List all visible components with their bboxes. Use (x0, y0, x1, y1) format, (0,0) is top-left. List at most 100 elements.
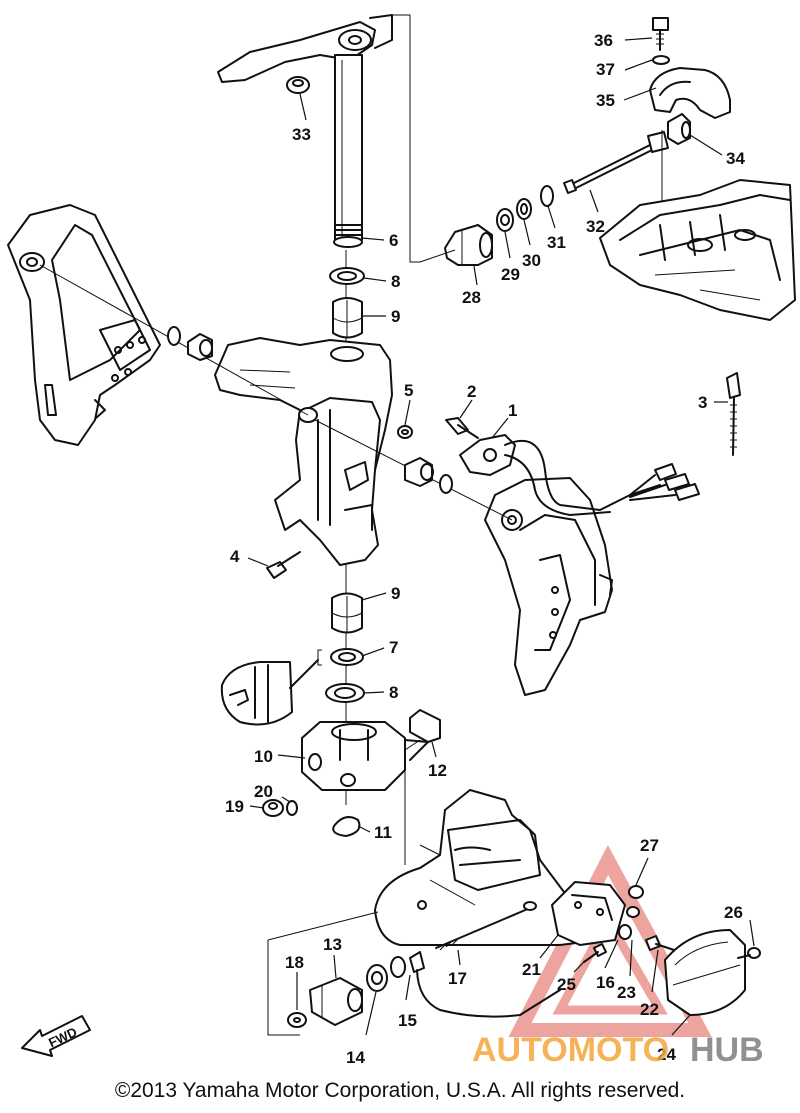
nut-27 (626, 885, 644, 918)
clip-12 (404, 709, 441, 761)
callout-1: 1 (491, 401, 517, 439)
svg-text:14: 14 (346, 1048, 365, 1067)
bushing-9-lower (331, 592, 363, 634)
bolt-25 (583, 943, 607, 963)
washer-8-lower (325, 683, 365, 703)
callout-18: 18 (285, 953, 304, 1010)
callout-26: 26 (724, 903, 755, 947)
svg-text:13: 13 (323, 935, 342, 954)
svg-text:15: 15 (398, 1011, 417, 1030)
automotohub-watermark-text: AUTOMOTO HUB (472, 1031, 764, 1069)
svg-text:24: 24 (657, 1045, 676, 1064)
svg-text:5: 5 (404, 381, 413, 400)
svg-text:25: 25 (557, 975, 576, 994)
callout-30: 30 (522, 219, 541, 270)
bracket-21 (551, 881, 626, 946)
wire-connectors (629, 463, 700, 501)
svg-text:23: 23 (617, 983, 636, 1002)
pivot-bushing-right (404, 457, 453, 494)
bolt-17 (435, 901, 537, 951)
callout-22: 22 (640, 949, 659, 1019)
svg-text:36: 36 (594, 31, 613, 50)
svg-text:30: 30 (522, 251, 541, 270)
callout-23: 23 (617, 939, 636, 1002)
svg-text:9: 9 (391, 307, 400, 326)
callout-9-lower: 9 (361, 584, 400, 603)
rubber-mount-13 (309, 977, 363, 1026)
svg-text:12: 12 (428, 761, 447, 780)
steering-arm (217, 14, 393, 83)
callout-6: 6 (361, 231, 398, 250)
washer-29 (496, 208, 514, 232)
circlip-11 (332, 816, 361, 837)
trim-sensor-1 (459, 434, 661, 516)
bolt-36 (652, 17, 669, 51)
callout-13: 13 (323, 935, 342, 979)
bolt-4 (266, 551, 301, 579)
screw-26 (737, 947, 761, 959)
callout-10: 10 (254, 747, 306, 766)
svg-text:HUB: HUB (690, 1031, 764, 1069)
callout-37: 37 (596, 59, 653, 79)
svg-text:37: 37 (596, 60, 615, 79)
svg-text:11: 11 (374, 823, 392, 842)
svg-text:32: 32 (586, 217, 605, 236)
svg-text:10: 10 (254, 747, 273, 766)
callout-4: 4 (230, 547, 269, 567)
svg-text:17: 17 (448, 969, 467, 988)
callout-2: 2 (459, 382, 476, 419)
copyright-notice: ©2013 Yamaha Motor Corporation, U.S.A. A… (114, 1079, 686, 1102)
svg-text:2: 2 (467, 382, 476, 401)
nut-33 (286, 76, 310, 94)
svg-text:33: 33 (292, 125, 311, 144)
washer-15 (390, 956, 406, 978)
svg-text:8: 8 (391, 272, 400, 291)
callout-32: 32 (586, 189, 605, 236)
svg-text:34: 34 (726, 149, 745, 168)
nut-19 (262, 799, 284, 817)
swivel-bracket (214, 337, 393, 566)
svg-text:28: 28 (462, 288, 481, 307)
cover-24 (664, 929, 746, 1016)
callout-8-upper: 8 (363, 272, 400, 291)
bushing-9-upper (332, 297, 363, 339)
washer-23 (618, 924, 632, 940)
svg-text:31: 31 (547, 233, 566, 252)
washer-14 (366, 964, 388, 992)
svg-text:6: 6 (389, 231, 398, 250)
washer-8-upper (329, 267, 365, 285)
screw-2 (445, 417, 479, 439)
svg-text:26: 26 (724, 903, 743, 922)
steering-shaft (333, 54, 363, 248)
callout-24: 24 (657, 1014, 691, 1064)
svg-text:27: 27 (640, 836, 659, 855)
callout-36: 36 (594, 31, 653, 50)
svg-text:4: 4 (230, 547, 240, 566)
callout-35: 35 (596, 87, 657, 110)
callout-19: 19 (225, 797, 265, 816)
bushing-34 (667, 113, 691, 145)
svg-text:16: 16 (596, 973, 615, 992)
svg-text:29: 29 (501, 265, 520, 284)
svg-text:35: 35 (596, 91, 615, 110)
steering-yoke-10 (301, 721, 406, 791)
clamp-bracket-left (7, 204, 161, 446)
washer-30 (516, 198, 532, 220)
callout-34: 34 (689, 134, 745, 168)
rod-32 (563, 131, 669, 194)
callout-16: 16 (596, 939, 619, 992)
seal-7 (317, 648, 364, 666)
svg-text:1: 1 (508, 401, 517, 420)
callout-31: 31 (547, 205, 566, 252)
cable-tie-3 (726, 372, 741, 456)
mount-28 (444, 224, 493, 266)
svg-text:3: 3 (698, 393, 707, 412)
ground-lead (409, 951, 561, 1018)
fwd-arrow: FWD (21, 1015, 91, 1057)
callout-21: 21 (522, 934, 559, 979)
callout-3: 3 (698, 393, 728, 412)
callout-14: 14 (346, 991, 377, 1067)
callout-8-lower: 8 (363, 683, 398, 702)
washer-37 (652, 55, 670, 65)
callout-7: 7 (361, 638, 398, 657)
